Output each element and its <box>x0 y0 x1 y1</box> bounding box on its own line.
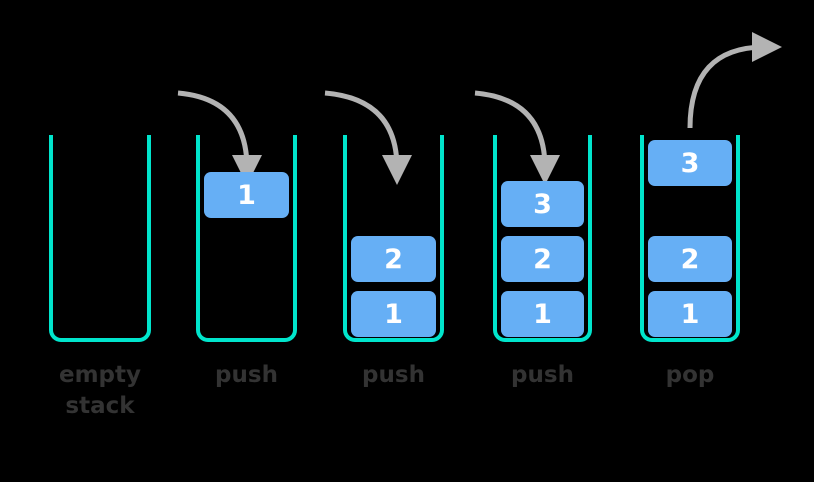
column-caption-push-2: push <box>362 362 425 388</box>
stack-container <box>493 135 592 342</box>
column-caption-push-3: push <box>511 362 574 388</box>
stack-container <box>640 135 740 342</box>
stack-element: 1 <box>351 291 436 337</box>
stack-container <box>343 135 444 342</box>
stack-container <box>49 135 151 342</box>
column-caption-empty-stack: empty stack <box>58 362 142 420</box>
stack-element: 2 <box>351 236 436 282</box>
column-caption-pop-3: pop <box>665 362 715 388</box>
stack-column-push-1: 1 <box>196 135 297 342</box>
stack-element: 3 <box>501 181 584 227</box>
stack-element: 1 <box>501 291 584 337</box>
arrow-pop-pop-3 <box>687 32 782 129</box>
stack-container <box>196 135 297 342</box>
stack-column-pop-3: 3 2 1 <box>640 135 740 342</box>
stack-element: 2 <box>501 236 584 282</box>
stack-column-empty-stack <box>49 135 151 342</box>
stack-element: 2 <box>648 236 732 282</box>
stack-column-push-3: 3 2 1 <box>493 135 592 342</box>
column-caption-push-1: push <box>215 362 278 388</box>
stack-element: 1 <box>648 291 732 337</box>
stack-element: 3 <box>648 140 732 186</box>
stack-element: 1 <box>204 172 289 218</box>
